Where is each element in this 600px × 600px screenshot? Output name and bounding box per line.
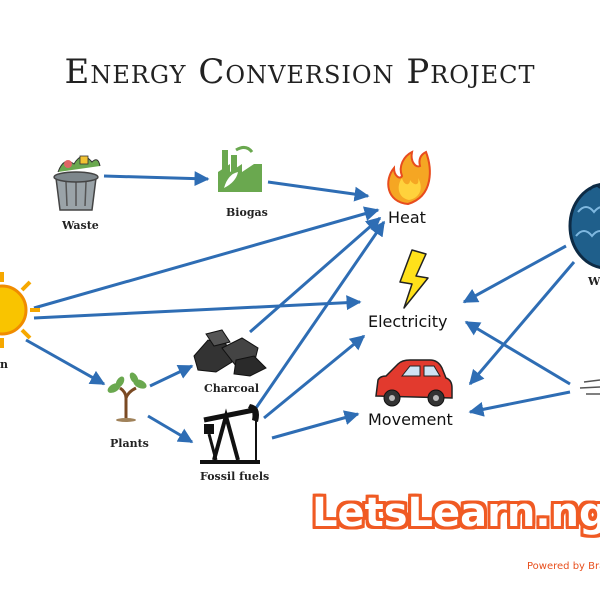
sun-icon bbox=[0, 272, 40, 348]
arrow-wind-movement bbox=[468, 390, 571, 417]
water-globe-icon bbox=[568, 183, 600, 269]
label-heat: Heat bbox=[388, 208, 426, 227]
wind-icon bbox=[579, 379, 600, 395]
arrow-sun-heat bbox=[33, 206, 380, 310]
lightning-bolt-icon bbox=[399, 249, 429, 309]
arrow-fossil-movement bbox=[271, 410, 360, 440]
page-title: Energy Conversion Project bbox=[64, 52, 536, 92]
oil-pump-icon bbox=[200, 404, 260, 464]
arrow-biogas-heat bbox=[267, 180, 370, 202]
label-water: W bbox=[588, 275, 600, 288]
arrow-wind-electricity bbox=[464, 320, 571, 386]
label-plants: Plants bbox=[110, 437, 149, 450]
arrow-plants-fossil bbox=[147, 414, 194, 444]
arrow-charcoal-heat bbox=[249, 216, 382, 334]
arrow-sun-plants bbox=[25, 338, 106, 386]
powered-by-text: Powered by Bra bbox=[527, 561, 600, 572]
charcoal-icon bbox=[193, 329, 267, 377]
plant-icon bbox=[107, 372, 147, 422]
arrow-sun-electricity bbox=[33, 295, 362, 320]
trash-can-icon bbox=[53, 155, 101, 211]
arrow-waste-biogas bbox=[103, 171, 210, 187]
factory-icon bbox=[218, 145, 262, 192]
arrows bbox=[25, 171, 576, 444]
arrow-water-electricity bbox=[462, 244, 567, 304]
arrow-fossil-electricity bbox=[263, 334, 366, 420]
label-electricity: Electricity bbox=[368, 312, 448, 331]
brand-logo: LetsLearn.ng bbox=[312, 490, 600, 536]
label-waste: Waste bbox=[62, 219, 99, 232]
flame-icon bbox=[387, 150, 431, 206]
arrow-water-movement bbox=[468, 261, 576, 386]
arrow-plants-charcoal bbox=[149, 364, 194, 388]
arrow-fossil-heat bbox=[254, 220, 386, 409]
label-fossil-fuels: Fossil fuels bbox=[200, 470, 270, 483]
car-icon bbox=[375, 359, 453, 407]
label-biogas: Biogas bbox=[226, 206, 268, 219]
label-sun: n bbox=[0, 358, 8, 371]
label-charcoal: Charcoal bbox=[204, 382, 260, 395]
label-movement: Movement bbox=[368, 410, 453, 429]
